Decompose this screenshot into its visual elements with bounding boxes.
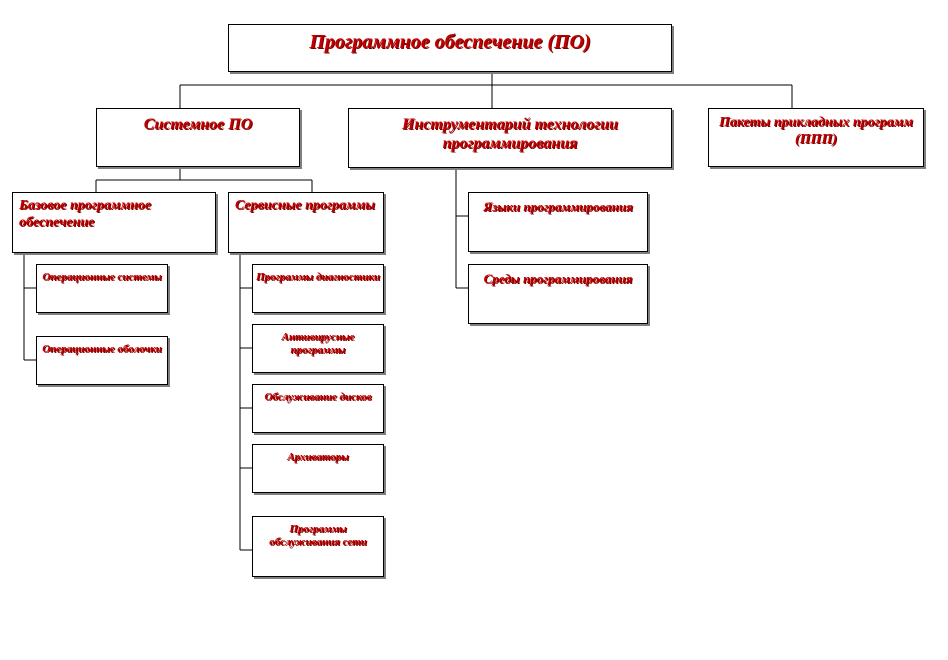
- node-operating-shells: Операционные оболочки: [36, 336, 168, 385]
- node-base-software: Базовое программное обеспечение: [12, 192, 216, 253]
- node-disk-maintenance: Обслуживание дисков: [252, 384, 384, 433]
- node-antivirus-programs: Антивирусные программы: [252, 324, 384, 373]
- node-system-software: Системное ПО: [96, 108, 300, 167]
- node-programming-tools: Инструментарий технологии программирован…: [348, 108, 672, 168]
- node-root: Программное обеспечение (ПО): [228, 24, 672, 72]
- node-programming-languages: Языки программирования: [468, 192, 648, 252]
- node-operating-systems: Операционные системы: [36, 264, 168, 313]
- node-application-packages: Пакеты прикладных программ (ППП): [708, 108, 924, 167]
- node-diagnostic-programs: Программы диагностики: [252, 264, 384, 313]
- node-archivers: Архиваторы: [252, 444, 384, 493]
- node-programming-environments: Среды программирования: [468, 264, 648, 324]
- node-network-maintenance: Программы обслуживания сети: [252, 516, 384, 577]
- node-service-programs: Сервисные программы: [228, 192, 384, 253]
